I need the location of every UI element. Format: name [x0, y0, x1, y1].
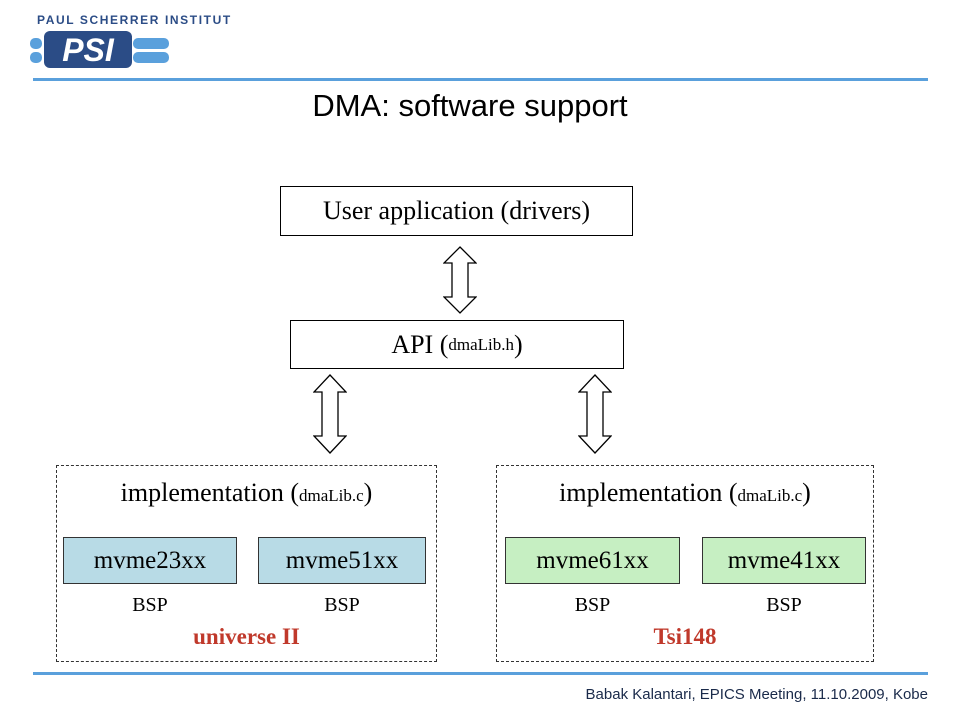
board-name: mvme61xx: [536, 546, 649, 574]
api-box: API (dmaLib.h): [290, 320, 624, 369]
double-headed-arrow-icon: [578, 374, 612, 454]
psi-logo-icon: PSI: [30, 31, 169, 68]
implementation-file: dmaLib.c: [737, 486, 803, 505]
board-mvme51xx: mvme51xx: [258, 537, 426, 584]
chip-label-tsi148: Tsi148: [653, 624, 717, 649]
user-application-box: User application (drivers): [280, 186, 633, 236]
board-name: mvme23xx: [93, 546, 207, 574]
board-name: mvme51xx: [285, 546, 399, 574]
double-headed-arrow-icon: [443, 246, 477, 314]
bsp-label: BSP: [574, 594, 611, 616]
universe-ii-group: [56, 465, 437, 662]
board-mvme61xx: mvme61xx: [505, 537, 680, 584]
board-name: mvme41xx: [727, 546, 841, 574]
header-rule: [33, 78, 928, 81]
bsp-label: BSP: [766, 594, 802, 616]
implementation-text: implementation (: [120, 478, 299, 507]
implementation-label: implementation (dmaLib.c): [496, 478, 874, 508]
institute-name: PAUL SCHERRER INSTITUT: [37, 13, 232, 27]
chip-label-universe-ii: universe II: [193, 624, 300, 649]
api-close-paren: ): [514, 329, 523, 359]
implementation-close-paren: ): [802, 478, 811, 507]
implementation-text: implementation (: [559, 478, 738, 507]
board-mvme41xx: mvme41xx: [702, 537, 866, 584]
tsi148-group: [496, 465, 874, 662]
user-application-label: User application (drivers): [322, 196, 591, 225]
footer-text: Babak Kalantari, EPICS Meeting, 11.10.20…: [585, 686, 928, 703]
api-label: API (: [391, 329, 449, 359]
logo-letters: PSI: [62, 32, 115, 68]
implementation-file: dmaLib.c: [299, 486, 364, 505]
implementation-close-paren: ): [363, 478, 373, 507]
slide-title: DMA: software support: [312, 88, 628, 123]
bsp-label: BSP: [324, 594, 360, 616]
bsp-label: BSP: [132, 594, 168, 616]
implementation-label: implementation (dmaLib.c): [56, 478, 437, 508]
footer-rule: [33, 672, 928, 675]
api-file-label: dmaLib.h: [448, 334, 515, 354]
double-headed-arrow-icon: [313, 374, 347, 454]
board-mvme23xx: mvme23xx: [63, 537, 237, 584]
